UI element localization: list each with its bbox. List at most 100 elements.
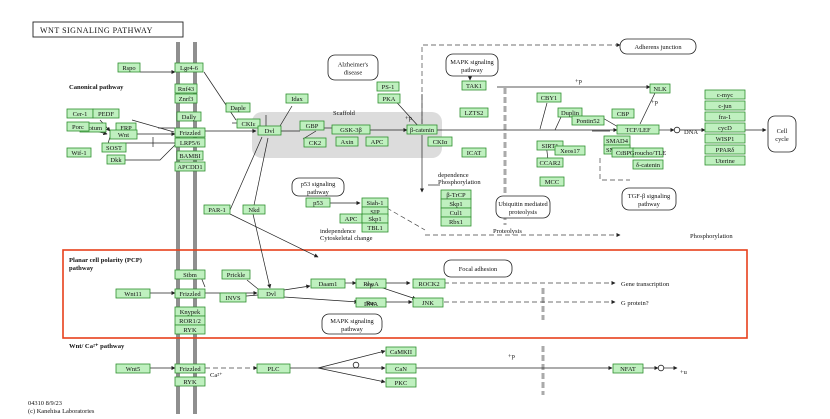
- gene-box-axin[interactable]: Axin: [335, 136, 359, 147]
- gene-box-can[interactable]: CaN: [385, 363, 417, 374]
- gene-box-duplin[interactable]: Duplin: [557, 107, 583, 118]
- gene-box-idax[interactable]: Idax: [285, 93, 309, 104]
- gene-box-znrf3[interactable]: Znrf3: [174, 93, 198, 104]
- gene-box-dvl[interactable]: Dvl: [257, 125, 282, 136]
- gene-box-pedf[interactable]: PEDF: [92, 108, 120, 119]
- gene-box-ryk[interactable]: RYK: [174, 376, 206, 387]
- gene-box-rhoa[interactable]: RhoA: [355, 278, 387, 289]
- gene-box-skp1[interactable]: Skp1: [440, 198, 472, 209]
- gene-box-catenin[interactable]: δ-catenin: [632, 159, 664, 170]
- gene-box-daam1[interactable]: Daam1: [310, 278, 346, 289]
- gene-box-smad4[interactable]: SMAD4: [603, 135, 631, 146]
- section-heading-pathway: pathway: [69, 265, 94, 272]
- gene-box-pkc[interactable]: PKC: [385, 377, 417, 388]
- annotation-gene-transcription: Gene transcription: [621, 281, 670, 288]
- gene-box-siah-1[interactable]: Siah-1: [361, 197, 389, 208]
- gene-box-dkk[interactable]: Dkk: [106, 154, 126, 165]
- gene-box-nkd[interactable]: Nkd: [242, 204, 266, 215]
- gene-box-sirt1[interactable]: SIRT1: [536, 140, 564, 151]
- gene-box-apcdd1[interactable]: APCDD1: [174, 161, 206, 172]
- gene-box-p53[interactable]: p53: [305, 197, 331, 208]
- gene-box-nfat[interactable]: NFAT: [612, 363, 644, 374]
- gene-box-ror1-2[interactable]: ROR1/2: [174, 315, 206, 326]
- gene-box-daple[interactable]: Daple: [225, 102, 251, 113]
- gene-box-wnt11[interactable]: Wnt11: [115, 288, 151, 299]
- gene-box-camkii[interactable]: CaMKII: [385, 346, 417, 357]
- gene-box-bambi[interactable]: BAMBI: [176, 150, 204, 161]
- gene-box-ps-1[interactable]: PS-1: [376, 81, 400, 92]
- gene-box-cer-1[interactable]: Cer-1: [66, 108, 94, 119]
- gene-box-rbx1[interactable]: Rbx1: [440, 216, 472, 227]
- gene-box-dally[interactable]: Dally: [176, 111, 202, 122]
- gene-box-xeos17[interactable]: Xeos17: [554, 145, 586, 156]
- section-heading-canonical-pathway: Canonical pathway: [69, 84, 124, 91]
- gene-box-mcc[interactable]: MCC: [539, 176, 565, 187]
- gene-label: Frizzled: [179, 291, 201, 298]
- pathway-link-focal-adhesion[interactable]: Focal adhesion: [443, 259, 513, 278]
- gene-box-ryk[interactable]: RYK: [174, 324, 206, 335]
- gene-box-ck2[interactable]: CK2: [303, 137, 327, 148]
- gene-box-knypek[interactable]: Knypek: [174, 306, 206, 317]
- gene-box-cki[interactable]: CKIα: [427, 136, 453, 147]
- gene-box-dvl[interactable]: Dvl: [257, 288, 285, 299]
- gene-box-c-jun[interactable]: c-jun: [704, 100, 746, 111]
- gene-box-sost[interactable]: SOST: [101, 142, 127, 153]
- gene-box-prickle[interactable]: Prickle: [221, 269, 251, 280]
- gene-box-pka[interactable]: PKA: [377, 93, 401, 104]
- gene-box-rnf43[interactable]: Rnf43: [174, 83, 198, 94]
- gene-box-rspo[interactable]: Rspo: [117, 62, 141, 73]
- gene-box-wnt[interactable]: Wnt: [109, 129, 138, 140]
- gene-box-rock2[interactable]: ROCK2: [412, 278, 446, 289]
- gene-box-par-1[interactable]: PAR-1: [203, 204, 231, 215]
- gene-box-porc[interactable]: Porc: [66, 121, 90, 132]
- gene-box-jnk[interactable]: JNK: [412, 297, 444, 308]
- gene-box-wnt5[interactable]: Wnt5: [115, 363, 151, 374]
- gene-box-ccar2[interactable]: CCAR2: [536, 157, 564, 168]
- gene-box-fra-1[interactable]: fra-1: [704, 111, 746, 122]
- gene-box-uterine[interactable]: Uterine: [704, 155, 746, 166]
- gene-box-apc[interactable]: APC: [365, 136, 389, 147]
- gene-box-wisp1[interactable]: WISP1: [704, 133, 746, 144]
- gene-box-trcp[interactable]: β-TrCP: [440, 189, 472, 200]
- gene-box-tcf-lef[interactable]: TCF/LEF: [616, 124, 660, 135]
- gene-box-icat[interactable]: ICAT: [461, 147, 487, 158]
- gene-box-frizzled[interactable]: Frizzled: [174, 127, 206, 138]
- gene-box-cby1[interactable]: CBY1: [536, 92, 562, 103]
- pathway-link-adherens-junction[interactable]: Adherens junction: [619, 38, 697, 55]
- gene-box-wif-1[interactable]: Wif-1: [66, 147, 92, 158]
- gene-box-plc[interactable]: PLC: [256, 363, 291, 374]
- gene-box-nlk[interactable]: NLK: [649, 83, 671, 94]
- gene-box-rac[interactable]: Rac: [355, 297, 387, 308]
- gene-box-lgr4-6[interactable]: Lgr4-6: [174, 62, 204, 73]
- gene-box-cki[interactable]: CKIε: [236, 118, 261, 129]
- gene-box-skp1[interactable]: Skp1: [361, 213, 389, 224]
- gene-box-gsk-3[interactable]: GSK-3β: [331, 124, 371, 135]
- gene-box-catenin[interactable]: β-catenin: [406, 124, 438, 135]
- gene-box-apc[interactable]: APC: [339, 213, 363, 224]
- gene-box-frizzled[interactable]: Frizzled: [174, 288, 206, 299]
- gene-box-ppar[interactable]: PPARδ: [704, 144, 746, 155]
- gene-box-cbp[interactable]: CBP: [611, 108, 635, 119]
- gene-box-groucho-tle[interactable]: Groucho/TLE: [630, 147, 666, 158]
- gene-box-frizzled[interactable]: Frizzled: [174, 363, 206, 374]
- gene-box-gbp[interactable]: GBP: [299, 120, 325, 131]
- gene-label: p53: [313, 200, 323, 207]
- gene-box-pontin52[interactable]: Pontin52: [571, 115, 605, 126]
- gene-box-stbm[interactable]: Stbm: [174, 269, 206, 280]
- gene-box-invs[interactable]: INVS: [219, 292, 247, 303]
- gene-box-tbl1[interactable]: TBL1: [361, 222, 389, 233]
- gene-box-lrp5-6[interactable]: LRP5/6: [174, 137, 206, 148]
- gene-box-lzts2[interactable]: LZTS2: [459, 107, 489, 118]
- gene-box-tak1[interactable]: TAK1: [461, 80, 487, 91]
- gene-box-cul1[interactable]: Cul1: [440, 207, 472, 218]
- footer-id: 04310 8/9/23: [28, 400, 62, 407]
- gene-box-cycd[interactable]: cycD: [704, 122, 746, 133]
- gene-box-c-myc[interactable]: c-myc: [704, 89, 746, 100]
